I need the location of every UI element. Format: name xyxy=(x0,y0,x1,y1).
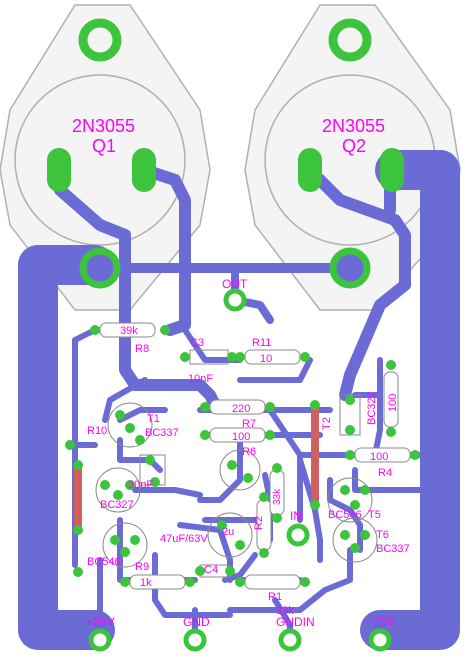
q1-mount-hole-bottom xyxy=(79,247,121,289)
q1-ref-label: Q1 xyxy=(92,136,116,156)
trace-q1-base xyxy=(54,164,221,411)
r9-ref-label: R9 xyxy=(135,561,149,573)
r4-value-label: 100 xyxy=(370,451,388,463)
c3-value-label: 10nF xyxy=(188,373,213,385)
r6-ref-label: R6 xyxy=(242,446,256,458)
q2-part-label: 2N3055 xyxy=(322,116,385,136)
q1-part-label: 2N3055 xyxy=(72,116,135,136)
q2-pin-emitter xyxy=(380,148,404,192)
neg20v-pad xyxy=(368,628,392,652)
trace-q1-emitter xyxy=(139,164,191,336)
q1-mount-hole-top xyxy=(78,18,122,62)
r1-body xyxy=(244,574,301,590)
gndin-pad xyxy=(278,628,302,652)
r2-ref-label: R2 xyxy=(253,516,265,530)
r5-value-label: 100 xyxy=(387,394,399,412)
out-label: OUT xyxy=(222,277,248,291)
t5-outline xyxy=(327,477,373,523)
gnd-pad xyxy=(183,628,207,652)
out-pad xyxy=(223,288,247,312)
c-elec-outline xyxy=(207,512,253,558)
c-2u-label: 2u xyxy=(222,526,234,538)
q2-ref-label: Q2 xyxy=(342,136,366,156)
gnd-label: GND xyxy=(183,615,210,629)
pos20v-label: +20V xyxy=(86,615,114,629)
r11-value-label: 10 xyxy=(260,353,272,365)
r8-value-label: 39k xyxy=(120,325,138,337)
t6-outline xyxy=(332,517,378,563)
r11-ref-label: R11 xyxy=(252,337,271,349)
r7-value-label: 100 xyxy=(232,431,250,443)
bc327-left-label: BC327 xyxy=(100,499,134,511)
bc546-left-label: BC546 xyxy=(87,556,121,568)
r1-ref-label: R1 xyxy=(268,591,282,603)
q2-mount-hole-top xyxy=(328,18,372,62)
t2-ref-label: T2 xyxy=(321,417,333,430)
r8-ref-label: R8 xyxy=(135,343,149,355)
t6-ref-label: T6 xyxy=(376,529,389,541)
bc327-right-label: BC327 xyxy=(366,391,378,425)
bc546-right-label: BC546 xyxy=(328,509,362,521)
t1-ref-label: T1 xyxy=(147,413,160,425)
r4-ref-label: R4 xyxy=(378,467,392,479)
r7-ref-label: R7 xyxy=(242,418,256,430)
neg20v-label: -20V xyxy=(370,615,395,629)
r9-value-label: 1k xyxy=(140,577,152,589)
q1-pin-emitter xyxy=(132,148,156,192)
t3-outline xyxy=(219,449,261,491)
r10-ref-label: R10 xyxy=(87,425,107,437)
jumpers xyxy=(74,401,319,534)
c3-ref-label: C3 xyxy=(190,337,204,349)
r3-value-label: 33k xyxy=(272,488,283,505)
in-pad xyxy=(286,523,310,547)
component-pads xyxy=(65,325,420,587)
t5-ref-label: T5 xyxy=(368,509,381,521)
q2-mount-hole-bottom xyxy=(329,247,371,289)
q1-pin-base xyxy=(47,148,71,192)
pos20v-pad xyxy=(88,628,112,652)
t1-part-label: BC337 xyxy=(145,427,179,439)
r9-body xyxy=(129,574,186,590)
bc337-right-label: BC337 xyxy=(376,543,410,555)
t1-outline xyxy=(107,402,153,448)
trace-q2-emitter xyxy=(304,164,411,401)
labels: 2N3055 Q1 2N3055 Q2 OUT IN +20V GND GNDI… xyxy=(72,116,410,629)
r1-value-label: 33k xyxy=(276,605,294,617)
connector-pads xyxy=(88,288,392,652)
bc546-left-outline xyxy=(102,522,148,568)
gndin-label: GNDIN xyxy=(276,615,315,629)
bc327-left-outline xyxy=(95,467,141,513)
trace-left-rail xyxy=(18,245,115,650)
q2-pin-base xyxy=(298,148,322,192)
r11-body xyxy=(244,349,301,365)
c-elec-label: 47uF/63V xyxy=(160,533,208,545)
in-label: IN xyxy=(290,509,302,523)
r6-value-label: 220 xyxy=(232,403,250,415)
c-30pf-label: 30pF xyxy=(128,479,153,491)
small-parts-silk xyxy=(95,349,378,578)
pads xyxy=(47,18,420,652)
q1-outline xyxy=(0,4,211,311)
c4-ref-label: C4 xyxy=(204,564,218,576)
trace-right-rail xyxy=(360,150,460,650)
